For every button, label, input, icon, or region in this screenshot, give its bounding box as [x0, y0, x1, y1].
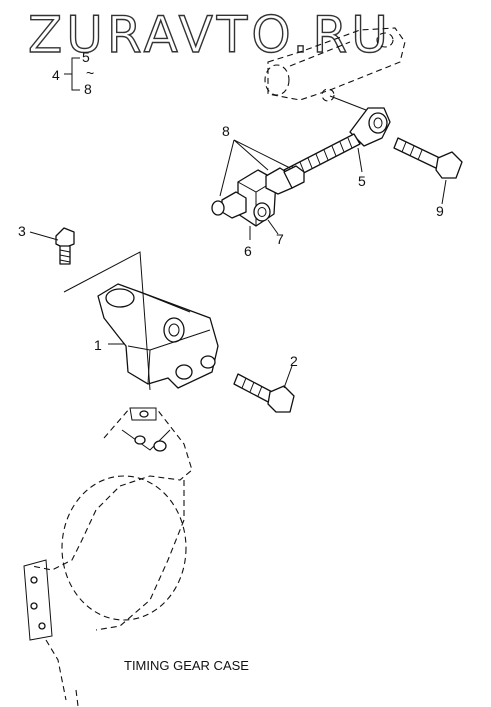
- nut-part-8b: [283, 165, 305, 189]
- part-2-label: 2: [290, 353, 298, 369]
- part-3-label: 3: [18, 223, 26, 239]
- part-5-label: 5: [358, 173, 366, 189]
- legend-group-number: 4: [52, 67, 60, 83]
- part-7-label: 7: [276, 231, 284, 247]
- legend-bracket: 4 5 ~ 8: [52, 49, 94, 97]
- timing-gear-case: [23, 407, 193, 707]
- diagram-caption: TIMING GEAR CASE: [124, 658, 249, 673]
- legend-separator: ~: [86, 65, 94, 81]
- legend-top-number: 5: [82, 49, 90, 65]
- part-8-label: 8: [222, 123, 230, 139]
- trunnion-block-part-6: [211, 165, 305, 227]
- bolt-part-2: [233, 373, 295, 413]
- bolt-part-9: [393, 137, 463, 179]
- part-1-label: 1: [94, 337, 102, 353]
- legend-bottom-number: 8: [84, 81, 92, 97]
- leader-lines: [29, 139, 447, 389]
- bolt-part-3: [55, 227, 75, 265]
- upper-bracket-phantom: [264, 27, 406, 111]
- washer-part-7: [253, 202, 271, 222]
- part-6-label: 6: [244, 243, 252, 259]
- watermark-text: ZURAVTO.RU: [28, 6, 392, 64]
- part-9-label: 9: [436, 203, 444, 219]
- bracket-part-1: [63, 251, 219, 391]
- nut-part-8c: [221, 191, 247, 219]
